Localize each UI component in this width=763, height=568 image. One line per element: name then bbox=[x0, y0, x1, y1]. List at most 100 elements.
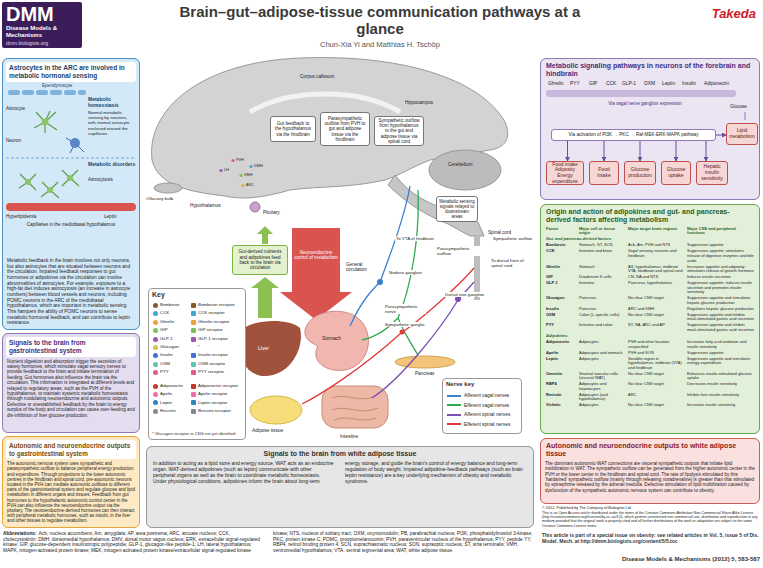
table-cell: No clear CNS target bbox=[628, 296, 684, 301]
legend-text: Bombesin bbox=[160, 303, 180, 308]
ligand-swatch bbox=[153, 345, 158, 350]
receptor-swatch bbox=[191, 384, 196, 389]
figure-label: Sympathetic ganglia bbox=[384, 322, 426, 327]
figure-label: Neuron bbox=[6, 138, 34, 143]
ependymocyte-cell bbox=[78, 90, 86, 95]
figure-label: Normal metabolic sensing by neurons, wit… bbox=[88, 110, 136, 136]
legend-item: Bombesin bbox=[153, 303, 180, 308]
liver bbox=[239, 321, 301, 376]
table-cell: RBP4 bbox=[546, 382, 576, 387]
receptor-swatch bbox=[191, 392, 196, 397]
output-box: Glucose uptake bbox=[661, 161, 691, 185]
table-panel: Origin and action of adipokines and gut-… bbox=[540, 204, 760, 434]
node-heading: Signals to the brain from white adipose … bbox=[147, 447, 533, 460]
table-cell: OXM bbox=[546, 313, 576, 318]
node-heading: Food intake bbox=[592, 167, 616, 179]
panel-fill bbox=[2, 436, 140, 528]
ependymocyte-cell bbox=[22, 90, 34, 95]
astrocyte-body bbox=[67, 175, 73, 181]
figure-label: Metabolic homeostasis bbox=[88, 97, 136, 109]
astrocyte-body bbox=[47, 187, 53, 193]
abbreviations-block: Abbreviations:Acb, nucleus accumbens; Am… bbox=[3, 531, 535, 567]
figure-label: Dorsal root ganglion bbox=[444, 292, 485, 297]
ligand-swatch bbox=[153, 362, 158, 367]
brainstem bbox=[388, 175, 484, 236]
figure-label: PYY bbox=[570, 81, 584, 87]
legend-item: CCK receptor bbox=[191, 311, 225, 316]
node-heading: Astrocytes in the ARC are involved in me… bbox=[6, 62, 136, 82]
key-box: Nerve keyAfferent vagal nervesEfferent v… bbox=[442, 378, 522, 434]
table-cell: Increases insulin sensitivity bbox=[687, 403, 754, 408]
figure-label: This is an Open Access article distribut… bbox=[542, 511, 760, 528]
node-body: In addition to acting as a lipid store a… bbox=[147, 460, 533, 487]
legend-text: Ghrelin receptor bbox=[198, 320, 229, 325]
legend-item: Afferent vagal nerves bbox=[447, 393, 509, 398]
table-cell: Pancreas bbox=[579, 307, 625, 312]
legend-item: Leptin receptor bbox=[191, 400, 227, 405]
adipose-tissue bbox=[250, 396, 302, 424]
ligand-swatch bbox=[153, 337, 158, 342]
table-cell: Pancreas bbox=[579, 296, 625, 301]
table-cell: Suppresses appetite and stimulates hepat… bbox=[687, 296, 754, 305]
legend-item: CCK bbox=[153, 311, 169, 316]
panel-fill bbox=[2, 333, 140, 433]
nerve-swatch bbox=[447, 404, 461, 406]
table-cell: GLP-1 bbox=[546, 281, 576, 286]
figure-label: Pancreas bbox=[414, 371, 435, 376]
figure-label: CCK bbox=[606, 81, 620, 87]
receptor-swatch bbox=[191, 303, 196, 308]
node-heading: Nerve key bbox=[446, 381, 518, 388]
legend-text: GIP receptor bbox=[198, 328, 223, 333]
receptor-swatch bbox=[191, 409, 196, 414]
output-box: Glucose production bbox=[624, 161, 656, 185]
table-cell: PVH and other location unspecified bbox=[628, 340, 684, 349]
figure-label: Hypothalamus bbox=[190, 203, 235, 209]
ependymocyte-row bbox=[8, 90, 86, 95]
node-body: Metabolic feedback in the brain involves… bbox=[3, 258, 139, 329]
pituitary bbox=[250, 202, 260, 212]
pathway-arrow bbox=[716, 135, 726, 136]
figure-label: OXM bbox=[644, 81, 660, 87]
table-cell: Suppresses appetite and stimulates energ… bbox=[687, 357, 754, 366]
node-body: The autonomic nervous system uses sympat… bbox=[3, 461, 139, 526]
panel-fill bbox=[2, 58, 140, 330]
figure-label: Hyperlipidemia bbox=[6, 214, 46, 219]
figure-label: ARC bbox=[246, 183, 260, 187]
pathway-arrow bbox=[604, 141, 605, 161]
table-cell: GIP bbox=[546, 275, 576, 280]
legend-text: Resistin receptor bbox=[198, 409, 231, 414]
table-cell: Induces insulin secretion bbox=[687, 275, 754, 280]
legend-text: Afferent spinal nerves bbox=[464, 412, 510, 417]
table-cell: Intestine bbox=[579, 281, 625, 286]
output-box: Food intake Adiposity Energy expenditure bbox=[546, 161, 584, 185]
divider-line bbox=[6, 158, 136, 159]
table-cell: No clear CNS target bbox=[628, 372, 684, 377]
glucose-arrow bbox=[745, 112, 746, 120]
ligand-swatch bbox=[153, 400, 158, 405]
table-cell: Bombesin bbox=[546, 243, 576, 248]
legend-item: Adiponectin receptor bbox=[191, 384, 238, 389]
legend-text: GLP-1 receptor bbox=[198, 337, 228, 342]
legend-item: OXM receptor bbox=[191, 362, 225, 367]
legend-item: Glucagon bbox=[153, 345, 179, 350]
figure-label: Disease Models & Mechanisms (2012) 5, 58… bbox=[542, 556, 760, 563]
abbreviations-heading: Abbreviations: bbox=[3, 531, 37, 536]
nucleus-dot bbox=[219, 169, 222, 172]
table-cell: PVH and SON bbox=[628, 351, 684, 356]
neuron-processes bbox=[66, 138, 84, 153]
legend-text: Apelin receptor bbox=[198, 392, 228, 397]
receptor-swatch bbox=[191, 320, 196, 325]
figure-label: PVH bbox=[236, 158, 250, 162]
node-body: dmm.biologists.org bbox=[6, 40, 78, 46]
info-panel: Autonomic and neuroendocrine outputs to … bbox=[540, 438, 760, 504]
legend-item: Resistin bbox=[153, 409, 176, 414]
figure-label: Astrocyte bbox=[6, 106, 34, 111]
legend-item: Efferent vagal nerves bbox=[447, 403, 509, 408]
table-cell: No clear CNS target bbox=[628, 313, 684, 318]
pancreas bbox=[395, 356, 455, 368]
intestine-coils bbox=[332, 396, 378, 420]
table-cell: Stomach bbox=[579, 265, 625, 270]
figure-label: Liver bbox=[258, 346, 282, 352]
legend-text: Resistin bbox=[160, 409, 176, 414]
legend-item: Insulin bbox=[153, 353, 173, 358]
